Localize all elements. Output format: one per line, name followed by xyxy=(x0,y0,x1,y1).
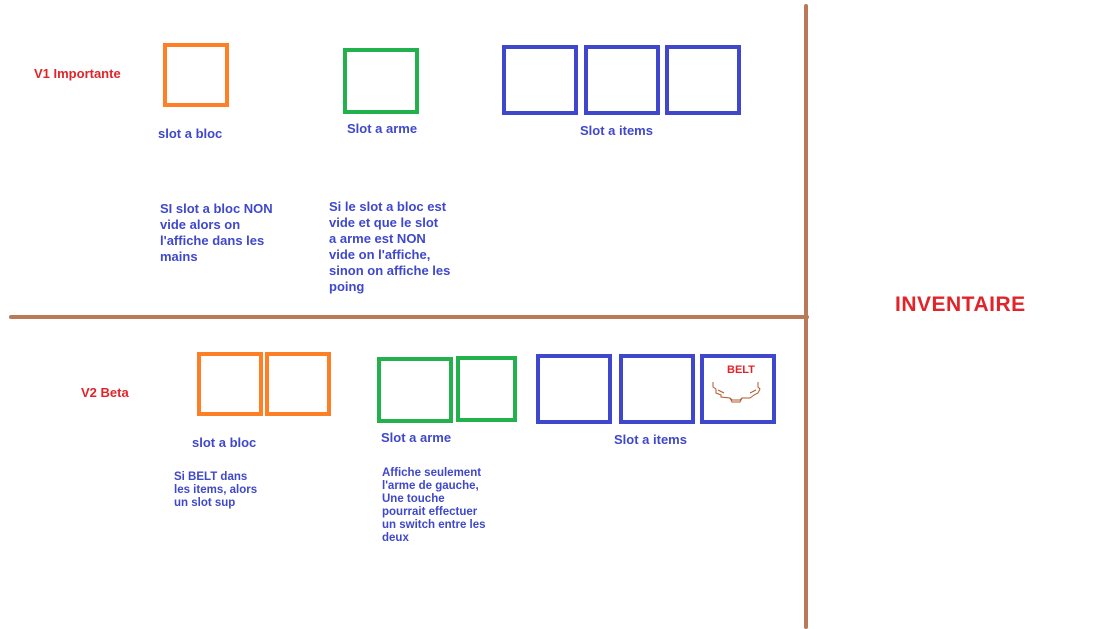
v1-slot-arme-label: Slot a arme xyxy=(347,121,418,136)
v2-slot-bloc-1 xyxy=(197,352,263,416)
v1-note-bloc: SI slot a bloc NON vide alors on l'affic… xyxy=(160,201,273,264)
v1-slot-bloc-label: slot a bloc xyxy=(158,126,223,141)
v2-slot-bloc-label: slot a bloc xyxy=(192,435,257,450)
v2-slot-arme-1 xyxy=(377,357,453,423)
v1-note-arme: Si le slot a bloc est vide et que le slo… xyxy=(329,199,451,294)
v2-slot-item-2 xyxy=(619,354,695,424)
v2-note-arme: Affiche seulement l'arme de gauche, Une … xyxy=(382,467,486,544)
v2-slot-item-belt: BELT xyxy=(700,354,776,424)
v1-title: V1 Importante xyxy=(34,66,121,81)
v2-slot-items-label: Slot a items xyxy=(614,432,687,447)
v1-slot-item-3 xyxy=(665,45,741,115)
v2-note-bloc: Si BELT dans les items, alors un slot su… xyxy=(174,471,258,509)
belt-icon xyxy=(712,382,761,403)
inventory-title: INVENTAIRE xyxy=(895,293,1026,316)
v2-slot-arme-label: Slot a arme xyxy=(381,430,452,445)
v1-slot-bloc xyxy=(163,43,229,107)
v2-slot-bloc-2 xyxy=(265,352,331,416)
v1-slot-arme xyxy=(343,48,419,114)
horizontal-divider xyxy=(9,315,809,319)
v2-title: V2 Beta xyxy=(81,385,129,400)
v1-slot-item-1 xyxy=(502,45,578,115)
v2-slot-arme-2 xyxy=(456,356,517,422)
v1-slot-item-2 xyxy=(584,45,660,115)
v1-slot-items-label: Slot a items xyxy=(580,123,653,138)
belt-label: BELT xyxy=(727,364,755,376)
v2-slot-item-1 xyxy=(536,354,612,424)
